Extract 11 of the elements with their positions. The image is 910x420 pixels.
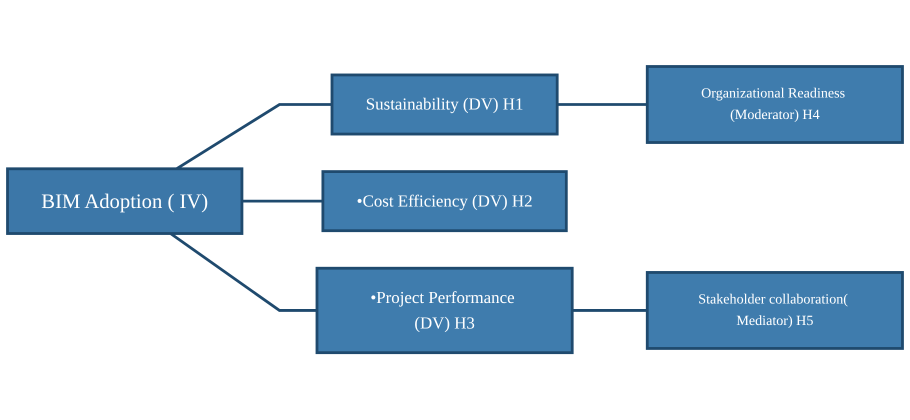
node-box: BIM Adoption ( IV)	[6, 168, 244, 236]
node-box: •Cost Efficiency (DV) H2	[321, 170, 568, 233]
node-box: •Project Performance (DV) H3	[316, 267, 574, 354]
node-box: Stakeholder collaboration( Mediator) H5	[646, 271, 904, 350]
node-box: Sustainability (DV) H1	[330, 74, 559, 136]
connector	[176, 104, 332, 170]
node-box: Organizational Readiness (Moderator) H4	[646, 66, 904, 144]
connector	[557, 104, 648, 106]
connector	[242, 200, 323, 203]
connector	[170, 232, 317, 312]
connector	[572, 309, 648, 312]
